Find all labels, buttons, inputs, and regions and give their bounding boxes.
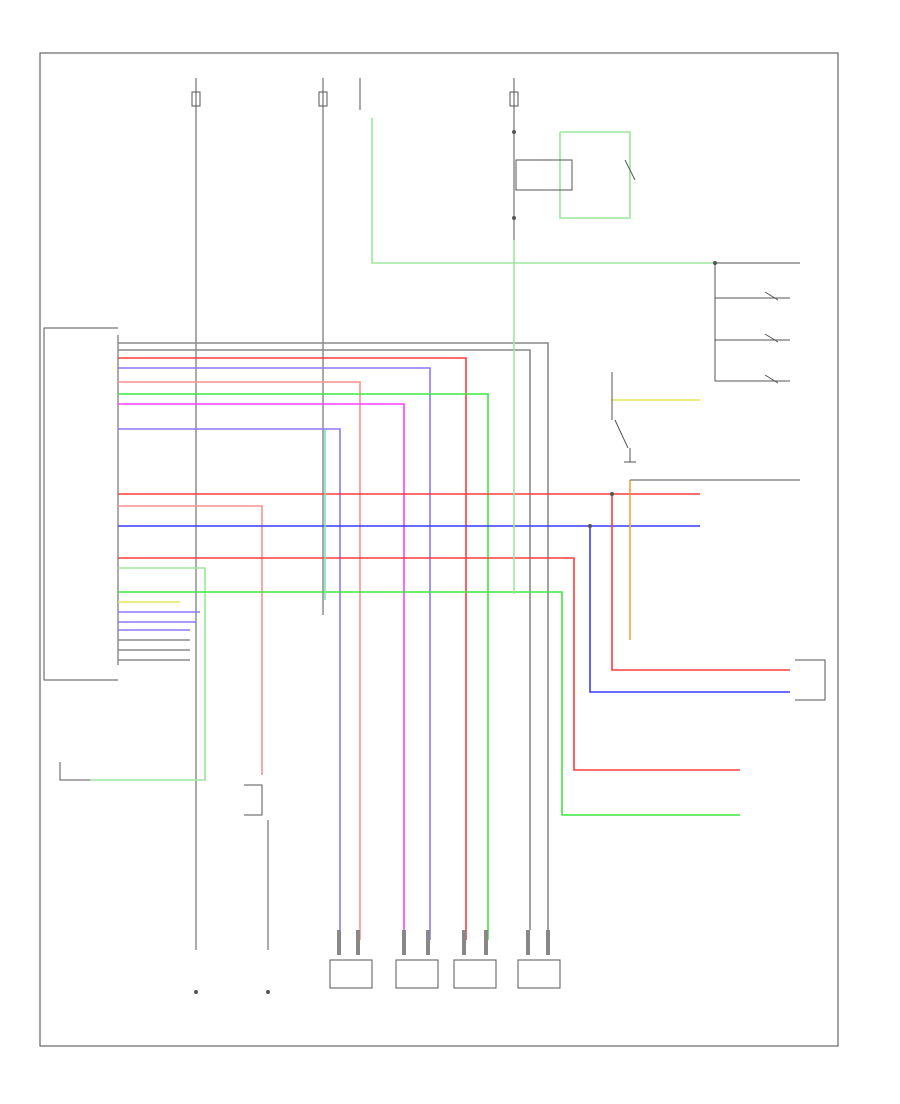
relay-icon [515, 159, 573, 191]
ground-icon [266, 990, 270, 994]
ground-left [194, 990, 198, 994]
splice-dots [512, 130, 717, 528]
wire [118, 505, 263, 775]
wire [118, 403, 405, 940]
fuse-icon [509, 91, 519, 107]
wire [118, 591, 740, 816]
switch-icon [764, 291, 779, 301]
ground-icon [194, 990, 198, 994]
switch-icon [764, 374, 779, 384]
switch-icon [614, 419, 629, 449]
wire [118, 357, 467, 940]
wire [559, 131, 631, 219]
wire [118, 342, 549, 930]
wire [90, 567, 206, 781]
switch-icon [244, 784, 263, 816]
relay-cluster [513, 125, 636, 219]
sensor-icon [453, 959, 497, 989]
wire [589, 526, 790, 693]
control-module [43, 327, 119, 681]
wire [118, 557, 740, 771]
fuse-feed-3 [509, 78, 519, 240]
sensor-left-front [329, 930, 373, 989]
wire [371, 118, 715, 264]
wire [611, 494, 790, 671]
fuse-icon [318, 91, 328, 107]
wire [118, 367, 431, 940]
diagram-frame [39, 52, 839, 1047]
sensor-right-rear [517, 930, 561, 989]
ground-mid [266, 990, 270, 994]
switch-block-right [714, 263, 790, 384]
connector-right [795, 659, 826, 701]
left-switch [59, 762, 269, 950]
switch-icon [624, 159, 636, 181]
wire [118, 393, 489, 940]
sensor-icon [517, 959, 561, 989]
fuse-icon [191, 91, 201, 107]
wire [118, 381, 361, 940]
wire [118, 428, 341, 940]
sensor-right-front [395, 930, 439, 989]
sensor-icon [329, 959, 373, 989]
brake-switch [611, 372, 636, 463]
switch-icon [764, 333, 779, 343]
sensor-icon [395, 959, 439, 989]
wire [118, 349, 531, 930]
sensor-left-rear [453, 930, 497, 989]
fuse-feed-1 [191, 78, 201, 950]
